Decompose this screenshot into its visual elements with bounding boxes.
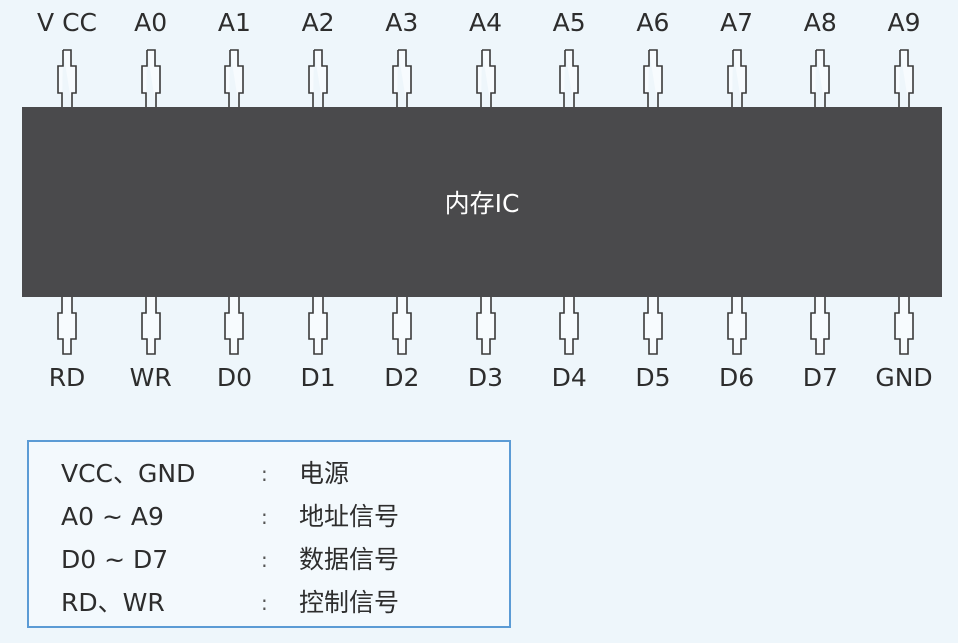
- pin-label: A3: [385, 8, 419, 37]
- legend-term: RD、WR: [61, 588, 165, 617]
- memory-ic-chip: 内存IC: [22, 107, 942, 297]
- pin-label: A0: [134, 8, 168, 37]
- legend-term: VCC、GND: [61, 459, 196, 488]
- chip-label: 内存IC: [444, 189, 520, 218]
- legend-description: 控制信号: [299, 588, 400, 617]
- pin-label: D3: [467, 363, 504, 392]
- pin-lead: [307, 297, 329, 355]
- pin-lead: [558, 49, 580, 107]
- legend-separator: :: [261, 462, 268, 486]
- pin-lead: [223, 297, 245, 355]
- pin-label: D0: [216, 363, 252, 392]
- pin-lead: [140, 297, 162, 355]
- pin-label: A4: [468, 8, 502, 37]
- legend-term: D0 ~ D7: [61, 545, 169, 574]
- pin-label: D6: [719, 363, 755, 392]
- pin-lead: [642, 297, 664, 355]
- pin-label: D5: [635, 363, 671, 392]
- pin-label: WR: [129, 363, 172, 392]
- pin-lead: [56, 297, 78, 355]
- legend-description: 地址信号: [299, 502, 400, 531]
- legend-term: A0 ~ A9: [61, 502, 164, 531]
- pin-lead: [223, 49, 245, 107]
- pin-lead: [56, 49, 78, 107]
- pin-lead: [809, 49, 831, 107]
- pin-label: A2: [301, 8, 335, 37]
- legend-separator: :: [261, 505, 268, 529]
- pin-lead: [809, 297, 831, 355]
- pin-lead: [893, 49, 915, 107]
- pin-lead: [893, 297, 915, 355]
- pin-lead: [642, 49, 664, 107]
- pin-lead: [475, 49, 497, 107]
- legend-separator: :: [261, 591, 268, 615]
- pin-label: V CC: [37, 8, 97, 37]
- pin-label: A1: [217, 8, 251, 37]
- legend-box: VCC、GND : 电源 A0 ~ A9 : 地址信号 D0 ~ D7 : 数据…: [27, 440, 511, 628]
- pin-lead: [475, 297, 497, 355]
- pin-lead: [307, 49, 329, 107]
- legend-description: 数据信号: [299, 545, 400, 574]
- pin-label: GND: [875, 363, 933, 392]
- pin-label: A9: [887, 8, 921, 37]
- legend-description: 电源: [299, 459, 350, 488]
- pin-label: D1: [300, 363, 336, 392]
- pin-label: A5: [552, 8, 586, 37]
- legend-separator: :: [261, 548, 268, 572]
- pin-lead: [726, 297, 748, 355]
- pin-label: D4: [551, 363, 587, 392]
- pin-lead: [558, 297, 580, 355]
- pin-lead: [726, 49, 748, 107]
- pin-label: A7: [720, 8, 754, 37]
- pin-lead: [140, 49, 162, 107]
- pin-lead: [391, 49, 413, 107]
- pin-label: A6: [636, 8, 670, 37]
- pin-lead: [391, 297, 413, 355]
- pin-label: D2: [384, 363, 420, 392]
- pin-label: RD: [48, 363, 86, 392]
- pin-label: D7: [802, 363, 838, 392]
- pin-label: A8: [803, 8, 837, 37]
